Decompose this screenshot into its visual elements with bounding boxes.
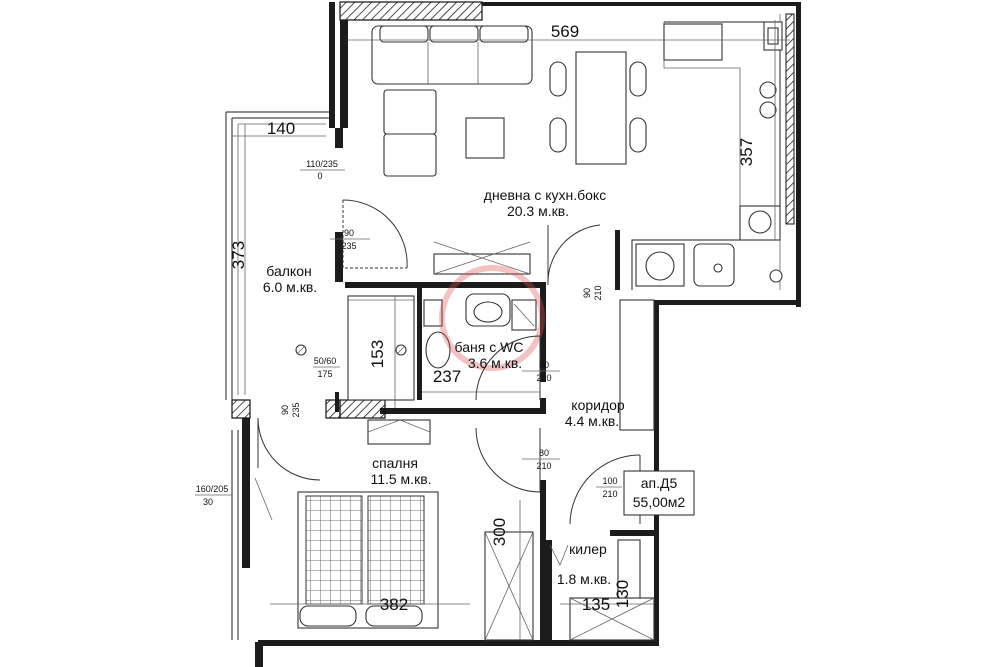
wall-living-left bbox=[329, 2, 335, 128]
opening-living-balcony-top: 90 bbox=[344, 228, 354, 238]
room-balcony-area: 6.0 м.кв. bbox=[263, 279, 317, 295]
room-corridor-name: коридор bbox=[571, 397, 625, 413]
opening-small-window-bottom: 175 bbox=[317, 369, 332, 379]
room-corridor-area: 4.4 м.кв. bbox=[565, 413, 619, 429]
storage-fan bbox=[549, 544, 569, 566]
plumbing-symbols bbox=[295, 344, 407, 356]
wall-storage-top bbox=[610, 530, 656, 536]
opening-bath-door-bottom: 210 bbox=[536, 373, 551, 383]
wall-bath-right-stub bbox=[540, 398, 546, 414]
right-rail bbox=[779, 13, 795, 290]
hatched-wall-top bbox=[339, 1, 483, 21]
wall-living-left-inner bbox=[340, 20, 348, 128]
column-mid bbox=[325, 399, 341, 419]
opening-labels: 110/235 0 90 235 90 210 50/60 175 80 210… bbox=[195, 159, 622, 507]
apartment-code: ап.Д5 bbox=[641, 475, 678, 491]
wall-bottom-left bbox=[255, 642, 263, 667]
opening-entrance-bottom: 210 bbox=[602, 489, 617, 499]
apartment-area: 55,00м2 bbox=[633, 494, 686, 510]
opening-balcony-window-bottom: 0 bbox=[317, 171, 322, 181]
opening-corridor-living-top: 90 bbox=[582, 288, 592, 298]
corridor-wardrobe bbox=[619, 299, 655, 431]
wall-right bbox=[796, 2, 801, 307]
watermark-logo bbox=[439, 265, 545, 371]
dim-bath-depth: 153 bbox=[368, 340, 387, 368]
wall-bath-bottom bbox=[380, 408, 540, 414]
dim-storage-width: 135 bbox=[582, 595, 610, 614]
bedroom-window-frame bbox=[231, 430, 239, 640]
wall-bath-right bbox=[540, 282, 546, 382]
opening-bedroom-window-bottom: 30 bbox=[203, 497, 213, 507]
opening-bedroom-door-top: 80 bbox=[539, 448, 549, 458]
dimension-labels: 569 357 140 373 153 237 300 382 135 130 bbox=[229, 22, 756, 614]
dim-living-depth: 357 bbox=[737, 138, 756, 166]
dim-bedroom-length: 300 bbox=[490, 518, 509, 546]
column-hatched bbox=[339, 399, 386, 419]
room-living-area: 20.3 м.кв. bbox=[507, 203, 569, 219]
room-living-name: дневна с кухн.бокс bbox=[484, 187, 606, 203]
bed bbox=[297, 491, 439, 629]
wall-stub bbox=[335, 128, 343, 148]
dim-bath-width: 237 bbox=[433, 367, 461, 386]
room-bathroom-area: 3.6 м.кв. bbox=[468, 355, 522, 371]
wall-right-step bbox=[656, 300, 801, 305]
opening-entrance-top: 100 bbox=[602, 476, 617, 486]
kitchen-counter bbox=[631, 21, 783, 290]
opening-bath-door-top: 80 bbox=[539, 360, 549, 370]
room-bathroom-name: баня с WC bbox=[455, 339, 524, 355]
wall-living-balcony bbox=[335, 232, 343, 282]
walls bbox=[231, 1, 801, 667]
opening-corridor-living-bottom: 210 bbox=[593, 285, 603, 300]
wall-kitchen-stub bbox=[615, 230, 620, 290]
apartment-badge: ап.Д5 55,00м2 bbox=[623, 470, 695, 516]
storage-unit bbox=[617, 539, 641, 599]
bedroom-dresser bbox=[367, 419, 431, 445]
tv-unit bbox=[433, 253, 531, 275]
dim-bedroom-width: 382 bbox=[380, 595, 408, 614]
column-left bbox=[231, 399, 251, 419]
dim-storage-depth: 130 bbox=[613, 580, 632, 608]
wall-bedroom-right bbox=[540, 480, 546, 642]
room-bedroom-area: 11.5 м.кв. bbox=[370, 471, 431, 487]
window-swing bbox=[254, 477, 273, 521]
wall-bottom bbox=[258, 640, 659, 646]
balcony-outline bbox=[225, 111, 335, 400]
tv-cross bbox=[433, 241, 531, 275]
opening-bedroom-balcony-bottom: 235 bbox=[291, 402, 301, 417]
opening-bedroom-window-top: 160/205 bbox=[196, 484, 229, 494]
wall-bedroom-left bbox=[242, 418, 250, 568]
room-labels: дневна с кухн.бокс 20.3 м.кв. балкон 6.0… bbox=[263, 187, 625, 587]
room-storage-area: 1.8 м.кв. bbox=[557, 571, 611, 587]
opening-living-balcony-bottom: 235 bbox=[341, 241, 356, 251]
wall-bath-top bbox=[345, 282, 545, 288]
opening-small-window-top: 50/60 bbox=[314, 356, 337, 366]
dimension-lines bbox=[232, 20, 790, 640]
room-bedroom-name: спалня bbox=[372, 455, 418, 471]
room-balcony-name: балкон bbox=[266, 263, 311, 279]
dim-living-width: 569 bbox=[551, 22, 579, 41]
doors bbox=[257, 199, 641, 525]
opening-bedroom-door-bottom: 210 bbox=[536, 461, 551, 471]
wall-bath-divider bbox=[417, 288, 422, 400]
room-storage-name: килер bbox=[569, 541, 607, 557]
opening-balcony-window-top: 110/235 bbox=[306, 159, 338, 169]
opening-bedroom-balcony-top: 90 bbox=[280, 405, 290, 415]
dim-balcony-length: 373 bbox=[229, 241, 248, 269]
sofa bbox=[371, 25, 533, 177]
wall-top bbox=[482, 2, 800, 6]
dining-table bbox=[549, 51, 647, 165]
coffee-table bbox=[465, 117, 505, 159]
wall-storage-left bbox=[546, 540, 552, 640]
dim-balcony-width: 140 bbox=[267, 119, 295, 138]
